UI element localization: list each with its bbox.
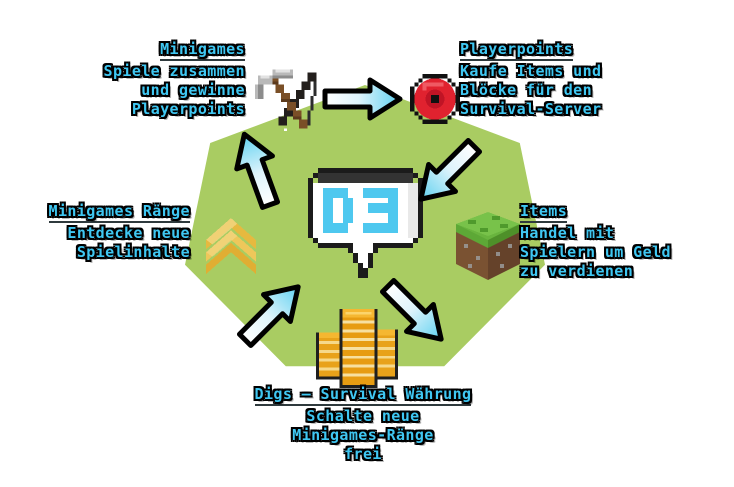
coin-stacks-icon — [313, 303, 401, 391]
section-digs-text: Digs – Survival Währung Schalte neue Min… — [232, 385, 494, 464]
rank-chevrons-icon — [200, 215, 262, 277]
digs-heading-row: Digs – Survival Währung — [232, 385, 494, 407]
digs-line-3: frei — [344, 445, 382, 463]
arrow-playerpoints-to-items — [402, 128, 493, 219]
crossed-pickaxe-bow-icon — [248, 58, 332, 140]
minigames-heading: Minigames — [160, 40, 245, 61]
section-items-text: Items Handel mit Spielern um Geld zu ver… — [520, 202, 720, 281]
items-line-3: zu verdienen — [520, 262, 634, 280]
items-heading-row: Items — [520, 202, 720, 224]
playerpoints-heading: Playerpoints — [460, 40, 574, 61]
minigames-line-2: und gewinne — [141, 81, 245, 99]
digs-heading: Digs – Survival Währung — [254, 385, 472, 406]
digs-line-2: Minigames-Ränge — [292, 426, 434, 444]
section-playerpoints-text: Playerpoints Kaufe Items und Blöcke für … — [460, 40, 710, 119]
arrow-ranks-to-minigames — [221, 123, 292, 216]
minigames-raenge-heading-row: Minigames Ränge — [5, 202, 190, 224]
arrow-minigames-to-playerpoints — [322, 76, 404, 122]
section-minigames-raenge-text: Minigames Ränge Entdecke neue Spielinhal… — [5, 202, 190, 262]
minigames-line-3: Playerpoints — [131, 100, 245, 118]
items-line-2: Spielern um Geld — [520, 243, 671, 261]
minigames-raenge-line-2: Spielinhalte — [76, 243, 190, 261]
digs-line-1: Schalte neue — [306, 407, 420, 425]
section-minigames-text: Minigames Spiele zusammen und gewinne Pl… — [30, 40, 245, 119]
playerpoints-line-2: Blöcke für den — [460, 81, 593, 99]
red-gem-icon — [406, 70, 464, 128]
minigames-raenge-heading: Minigames Ränge — [48, 202, 190, 223]
arrow-digs-to-ranks — [227, 268, 318, 359]
playerpoints-line-3: Survival-Server — [460, 100, 602, 118]
minigames-raenge-line-1: Entdecke neue — [67, 224, 190, 242]
playerpoints-line-1: Kaufe Items und — [460, 62, 602, 80]
minigames-heading-row: Minigames — [30, 40, 245, 62]
items-line-1: Handel mit — [520, 224, 615, 242]
d3-logo — [303, 163, 428, 283]
items-heading: Items — [520, 202, 568, 223]
minigames-line-1: Spiele zusammen — [103, 62, 245, 80]
arrow-items-to-digs — [370, 268, 461, 359]
grass-block-icon — [455, 212, 521, 280]
playerpoints-heading-row: Playerpoints — [460, 40, 710, 62]
